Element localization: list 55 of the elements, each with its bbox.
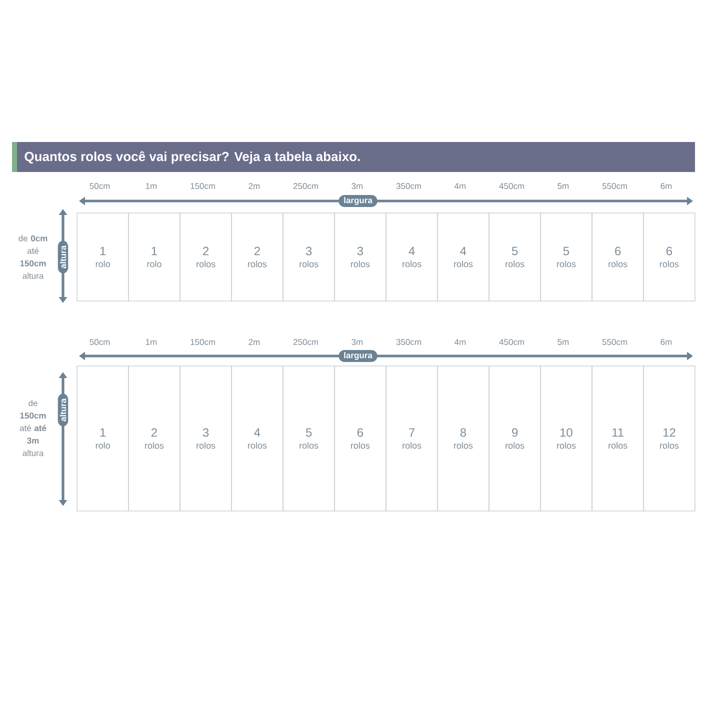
table-cell: 11 rolos — [592, 366, 644, 512]
width-label: 6m — [660, 183, 672, 189]
table-cell: 5 rolos — [282, 366, 335, 512]
width-label: 5m — [558, 183, 569, 189]
width-label: 2m — [248, 339, 260, 345]
table-cell: 1 rolo — [76, 366, 129, 512]
height-range-label: de 150cm até até 3m altura — [20, 400, 46, 456]
width-label: 250cm — [293, 339, 318, 345]
height-badge: altura — [58, 393, 68, 427]
table-cell: 6 rolos — [334, 366, 386, 512]
table-cell: 10 rolos — [540, 366, 592, 512]
table-cell: 1 rolo — [128, 212, 180, 302]
width-label: 550cm — [602, 183, 627, 189]
width-label: 250cm — [293, 183, 318, 189]
table-cell: 5 rolos — [488, 212, 541, 302]
width-label: 150cm — [190, 339, 215, 345]
width-label: 4m — [454, 339, 466, 345]
title: Quantos rolos você vai precisar? Veja a tabela abaixo. — [24, 151, 360, 164]
width-label: 50cm — [90, 183, 110, 189]
table-cell: 4 rolos — [231, 366, 284, 512]
width-label: 4m — [454, 183, 466, 189]
width-badge: largura — [338, 195, 378, 207]
table-cell: 6 rolos — [592, 212, 644, 302]
width-label: 450cm — [499, 183, 524, 189]
table-cell: 6 rolos — [643, 212, 696, 302]
table-cell: 4 rolos — [437, 212, 490, 302]
width-badge: largura — [338, 350, 378, 362]
width-label: 550cm — [602, 339, 627, 345]
table-cell: 7 rolos — [386, 366, 438, 512]
width-label: 3m — [352, 183, 363, 189]
height-badge: altura — [58, 240, 68, 274]
table-cell: 12 rolos — [643, 366, 696, 512]
width-label: 3m — [352, 339, 363, 345]
table-cell: 3 rolos — [282, 212, 335, 302]
table-cell: 4 rolos — [386, 212, 438, 302]
height-range-label: de 0cm até 150cm altura — [18, 235, 48, 279]
width-label: 450cm — [499, 339, 524, 345]
table-cell: 3 rolos — [180, 366, 232, 512]
width-label: 50cm — [90, 339, 110, 345]
width-label: 350cm — [396, 339, 421, 345]
width-label: 1m — [146, 183, 157, 189]
table-cell: 2 rolos — [231, 212, 284, 302]
table-cell: 3 rolos — [334, 212, 386, 302]
table-cell: 1 rolo — [76, 212, 129, 302]
width-label: 6m — [660, 339, 672, 345]
table-cell: 8 rolos — [437, 366, 490, 512]
table-cell: 5 rolos — [540, 212, 592, 302]
width-label: 2m — [248, 183, 260, 189]
width-label: 1m — [146, 339, 157, 345]
width-label: 5m — [558, 339, 569, 345]
table-cell: 2 rolos — [128, 366, 180, 512]
width-label: 150cm — [190, 183, 215, 189]
table-cell: 2 rolos — [180, 212, 232, 302]
width-label: 350cm — [396, 183, 421, 189]
table-cell: 9 rolos — [488, 366, 541, 512]
